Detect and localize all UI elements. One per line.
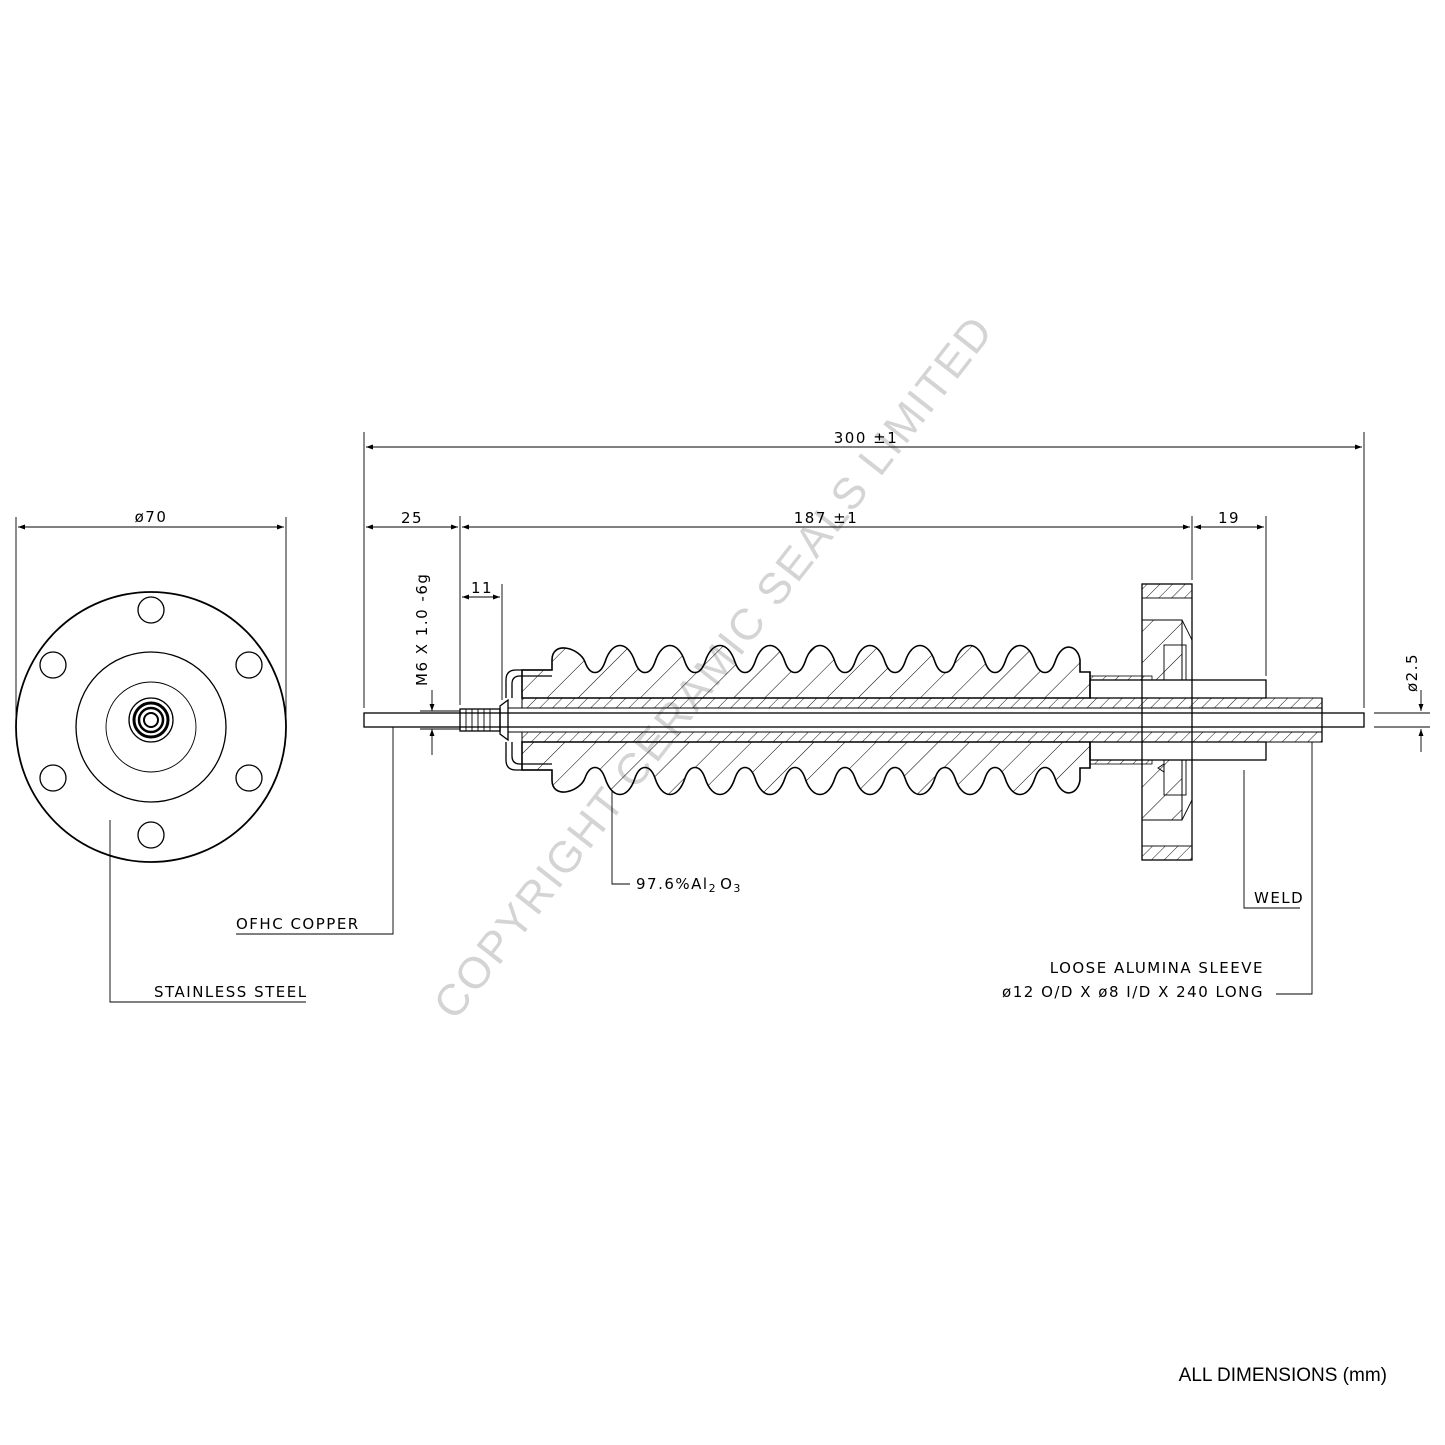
thread-spec-label: M6 X 1.0 -6g: [413, 573, 431, 686]
thread-length-label: 11: [471, 579, 493, 597]
bolt-hole: [137, 821, 165, 849]
left-length-label: 25: [401, 509, 423, 527]
center-conductor-end: [128, 697, 174, 743]
flange-recess-ring: [105, 681, 197, 773]
bolt-hole: [39, 764, 67, 792]
units-note: ALL DIMENSIONS (mm): [1179, 1365, 1387, 1386]
alumina-sleeve-callout-line1: LOOSE ALUMINA SLEEVE: [1050, 959, 1264, 977]
stainless-steel-callout: STAINLESS STEEL: [154, 983, 308, 1001]
flange-outline: [15, 591, 287, 863]
alumina-sleeve-upper: [521, 697, 1323, 709]
bolt-hole: [137, 596, 165, 624]
flange-section: [1141, 583, 1193, 861]
bolt-hole: [39, 651, 67, 679]
conductor-diameter-label: ø2.5: [1403, 653, 1421, 692]
stainless-tube-lower: [1089, 741, 1267, 761]
side-view: 300 ±1 25 187 ±1 19 11 M6 X 1.0 -6g ø2.5…: [109, 429, 1430, 1003]
flange-inner-ring: [75, 651, 227, 803]
weld-callout: WELD: [1254, 889, 1304, 907]
stainless-tube-upper: [1089, 679, 1267, 699]
overall-length-label: 300 ±1: [834, 429, 899, 447]
bolt-hole: [235, 651, 263, 679]
center-length-label: 187 ±1: [794, 509, 859, 527]
alumina-sleeve-callout-line2: ø12 O/D X ø8 I/D X 240 LONG: [1002, 983, 1264, 1001]
bolt-hole: [235, 764, 263, 792]
ceramic-body-upper: [521, 644, 1091, 699]
threaded-end: [459, 698, 509, 742]
ofhc-copper-callout: OFHC COPPER: [236, 915, 360, 933]
right-length-label: 19: [1218, 509, 1240, 527]
alumina-sleeve-lower: [521, 731, 1323, 743]
end-cap: [505, 669, 552, 698]
end-view: ø70: [15, 508, 287, 863]
ceramic-body-lower: [521, 741, 1091, 796]
flange-diameter-label: ø70: [135, 508, 168, 526]
copper-conductor: [363, 712, 1365, 728]
